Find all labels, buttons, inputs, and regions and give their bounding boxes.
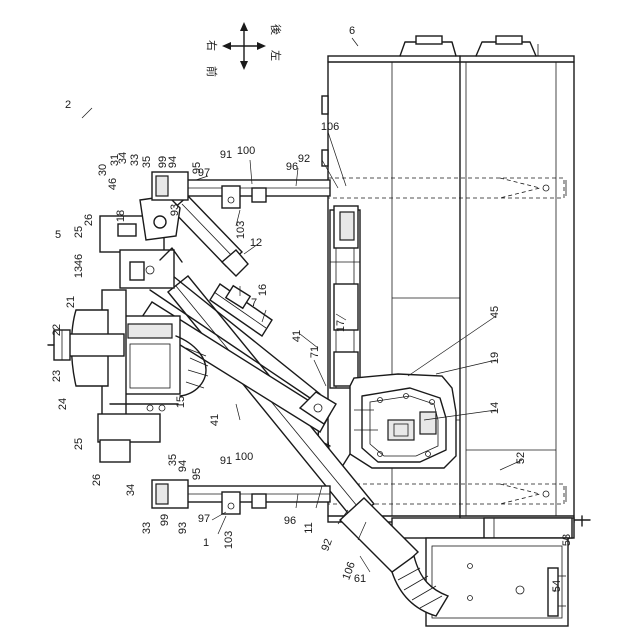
reference-numeral: 14: [489, 402, 501, 414]
reference-numeral: 41: [291, 330, 303, 342]
compass-rear: 後: [269, 24, 283, 35]
reference-numeral: 17: [335, 320, 347, 332]
reference-numeral: 100: [237, 145, 255, 157]
reference-numeral: 91: [220, 455, 232, 467]
reference-numeral: 11: [303, 522, 315, 533]
reference-numeral: 35: [167, 454, 179, 466]
compass-front: 前: [205, 66, 219, 77]
reference-numeral: 97: [198, 513, 210, 525]
reference-numeral: 103: [235, 221, 247, 239]
reference-numeral: 23: [51, 370, 63, 382]
reference-numeral: 46: [73, 254, 85, 266]
reference-numeral: 41: [209, 414, 221, 426]
reference-numeral: 1: [203, 537, 209, 549]
reference-numeral: 19: [489, 352, 501, 364]
reference-numeral: 71: [309, 346, 321, 358]
reference-numeral: 46: [107, 178, 119, 190]
reference-numeral: 45: [489, 306, 501, 318]
reference-numeral: 61: [354, 573, 366, 585]
reference-numeral: 93: [169, 204, 181, 216]
reference-numeral: 26: [91, 474, 103, 486]
reference-numeral: 26: [83, 214, 95, 226]
compass-rose: [222, 22, 266, 70]
reference-numeral: 92: [298, 153, 310, 165]
reference-numeral: 34: [125, 484, 137, 496]
reference-numeral: 99: [159, 514, 171, 526]
reference-numeral: 100: [235, 451, 253, 463]
reference-numeral: 99: [157, 156, 169, 168]
reference-numeral: 91: [220, 149, 232, 161]
reference-numeral: 25: [73, 226, 85, 238]
reference-numeral: 2: [65, 99, 71, 111]
reference-numeral: 13: [73, 266, 85, 278]
reference-numeral: 106: [321, 121, 339, 133]
reference-numeral: 7: [251, 297, 257, 309]
reference-numeral: 53: [561, 534, 573, 546]
reference-numeral: 103: [223, 531, 235, 549]
reference-numeral: 6: [349, 25, 355, 37]
reference-numeral: 15: [175, 396, 187, 408]
reference-numeral: 96: [284, 515, 296, 527]
reference-numeral: 95: [191, 162, 203, 174]
reference-numeral: 21: [65, 296, 77, 308]
side-rail: [330, 206, 360, 388]
reference-numeral: 5: [55, 229, 61, 241]
reference-numeral: 33: [141, 522, 153, 534]
reference-numeral: 12: [250, 237, 262, 249]
compass-left: 左: [269, 50, 282, 61]
reference-numeral: 95: [191, 468, 203, 480]
reference-numeral: 33: [129, 154, 141, 166]
reference-numeral: 52: [515, 452, 527, 464]
compass-right: 右: [205, 40, 219, 51]
reference-numeral: 93: [177, 522, 189, 534]
reference-numeral: 31: [109, 154, 121, 166]
reference-numeral: 30: [97, 164, 109, 176]
reference-numeral: 16: [257, 284, 269, 296]
reference-numeral: 24: [57, 398, 69, 410]
reference-numeral: 22: [51, 324, 63, 336]
reference-numeral: 92: [319, 537, 334, 553]
reference-numeral: 25: [73, 438, 85, 450]
reference-numeral: 96: [286, 161, 298, 173]
reference-numeral: 18: [115, 210, 127, 222]
reference-numeral: 54: [551, 580, 563, 592]
reference-numeral: 35: [141, 156, 153, 168]
